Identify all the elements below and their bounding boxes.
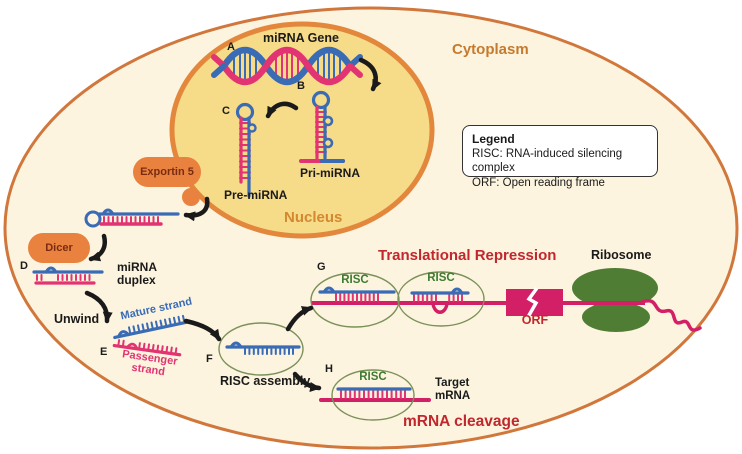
arrow-pri-to-pre <box>265 101 299 119</box>
risc-assembly-label: RISC assembly <box>220 374 311 388</box>
ribosome-label: Ribosome <box>591 248 652 262</box>
arrow-to-risc-assembly <box>183 318 222 342</box>
nucleus-label: Nucleus <box>284 209 343 226</box>
dicer-protein: Dicer <box>28 233 90 263</box>
risc-complex-2 <box>397 271 485 327</box>
risc-label-3: RISC <box>359 371 387 383</box>
arrow-dicer-cleavage <box>88 233 107 262</box>
risc-label-1: RISC <box>341 274 369 286</box>
ribosome-shape <box>572 268 658 332</box>
mrna-cleavage-label: mRNA cleavage <box>403 413 520 430</box>
legend-box: Legend RISC: RNA-induced silencing compl… <box>462 125 658 189</box>
pri-mirna-hairpin <box>299 90 345 163</box>
risc-label-2: RISC <box>427 272 455 284</box>
orf-label: ORF <box>521 313 549 327</box>
exportin5-tail <box>182 188 200 206</box>
mirna-duplex-line2: duplex <box>117 273 156 288</box>
exportin5-protein: Exportin 5 <box>133 157 201 187</box>
risc-complex-1 <box>310 272 400 328</box>
mature-strand-structure <box>113 314 191 340</box>
unwind-label: Unwind <box>54 312 100 326</box>
step-a: A <box>227 41 235 53</box>
translational-repression-label: Translational Repression <box>378 247 557 264</box>
step-g: G <box>317 261 326 273</box>
dicer-label: Dicer <box>45 242 73 254</box>
pre-mirna-label: Pre-miRNA <box>224 188 288 202</box>
cytoplasm-label: Cytoplasm <box>452 41 529 58</box>
passenger-strand-structure <box>112 339 182 357</box>
orf-box <box>506 286 563 318</box>
target-line1: Target <box>435 377 470 389</box>
target-line2: mRNA <box>435 389 471 402</box>
step-c: C <box>222 105 230 117</box>
arrow-unwind <box>84 290 113 324</box>
mirna-duplex-line1: miRNA <box>117 260 158 274</box>
arrow-to-cleavage <box>292 371 322 392</box>
legend-risc-line: RISC: RNA-induced silencing complex <box>472 148 623 175</box>
pathway-arrows <box>84 57 382 392</box>
step-e: E <box>100 346 108 358</box>
risc-on-target-mrna <box>319 369 431 421</box>
arrow-to-repression <box>285 305 314 332</box>
step-d: D <box>20 260 28 272</box>
legend-title: Legend <box>472 132 515 146</box>
target-mrna-label: Target mRNA <box>435 377 470 403</box>
legend-orf-line: ORF: Open reading frame <box>472 176 605 189</box>
pri-mirna-label: Pri-miRNA <box>300 166 361 180</box>
exportin5-label: Exportin 5 <box>140 166 194 178</box>
pre-mirna-hairpin <box>235 102 257 198</box>
arrow-nuclear-export <box>183 196 210 222</box>
step-h: H <box>325 363 333 375</box>
step-b: B <box>297 80 305 92</box>
mirna-duplex-structure <box>32 266 104 285</box>
risc-assembly-structure <box>218 322 304 376</box>
dna-helix <box>211 46 363 86</box>
mrna-tail-squiggle <box>640 299 702 332</box>
step-f: F <box>206 353 213 365</box>
mirna-gene-label: miRNA Gene <box>263 31 339 45</box>
arrow-gene-to-pri <box>358 57 382 92</box>
exported-pre-mirna <box>84 208 180 228</box>
mirna-duplex-label: miRNA duplex <box>117 260 158 288</box>
